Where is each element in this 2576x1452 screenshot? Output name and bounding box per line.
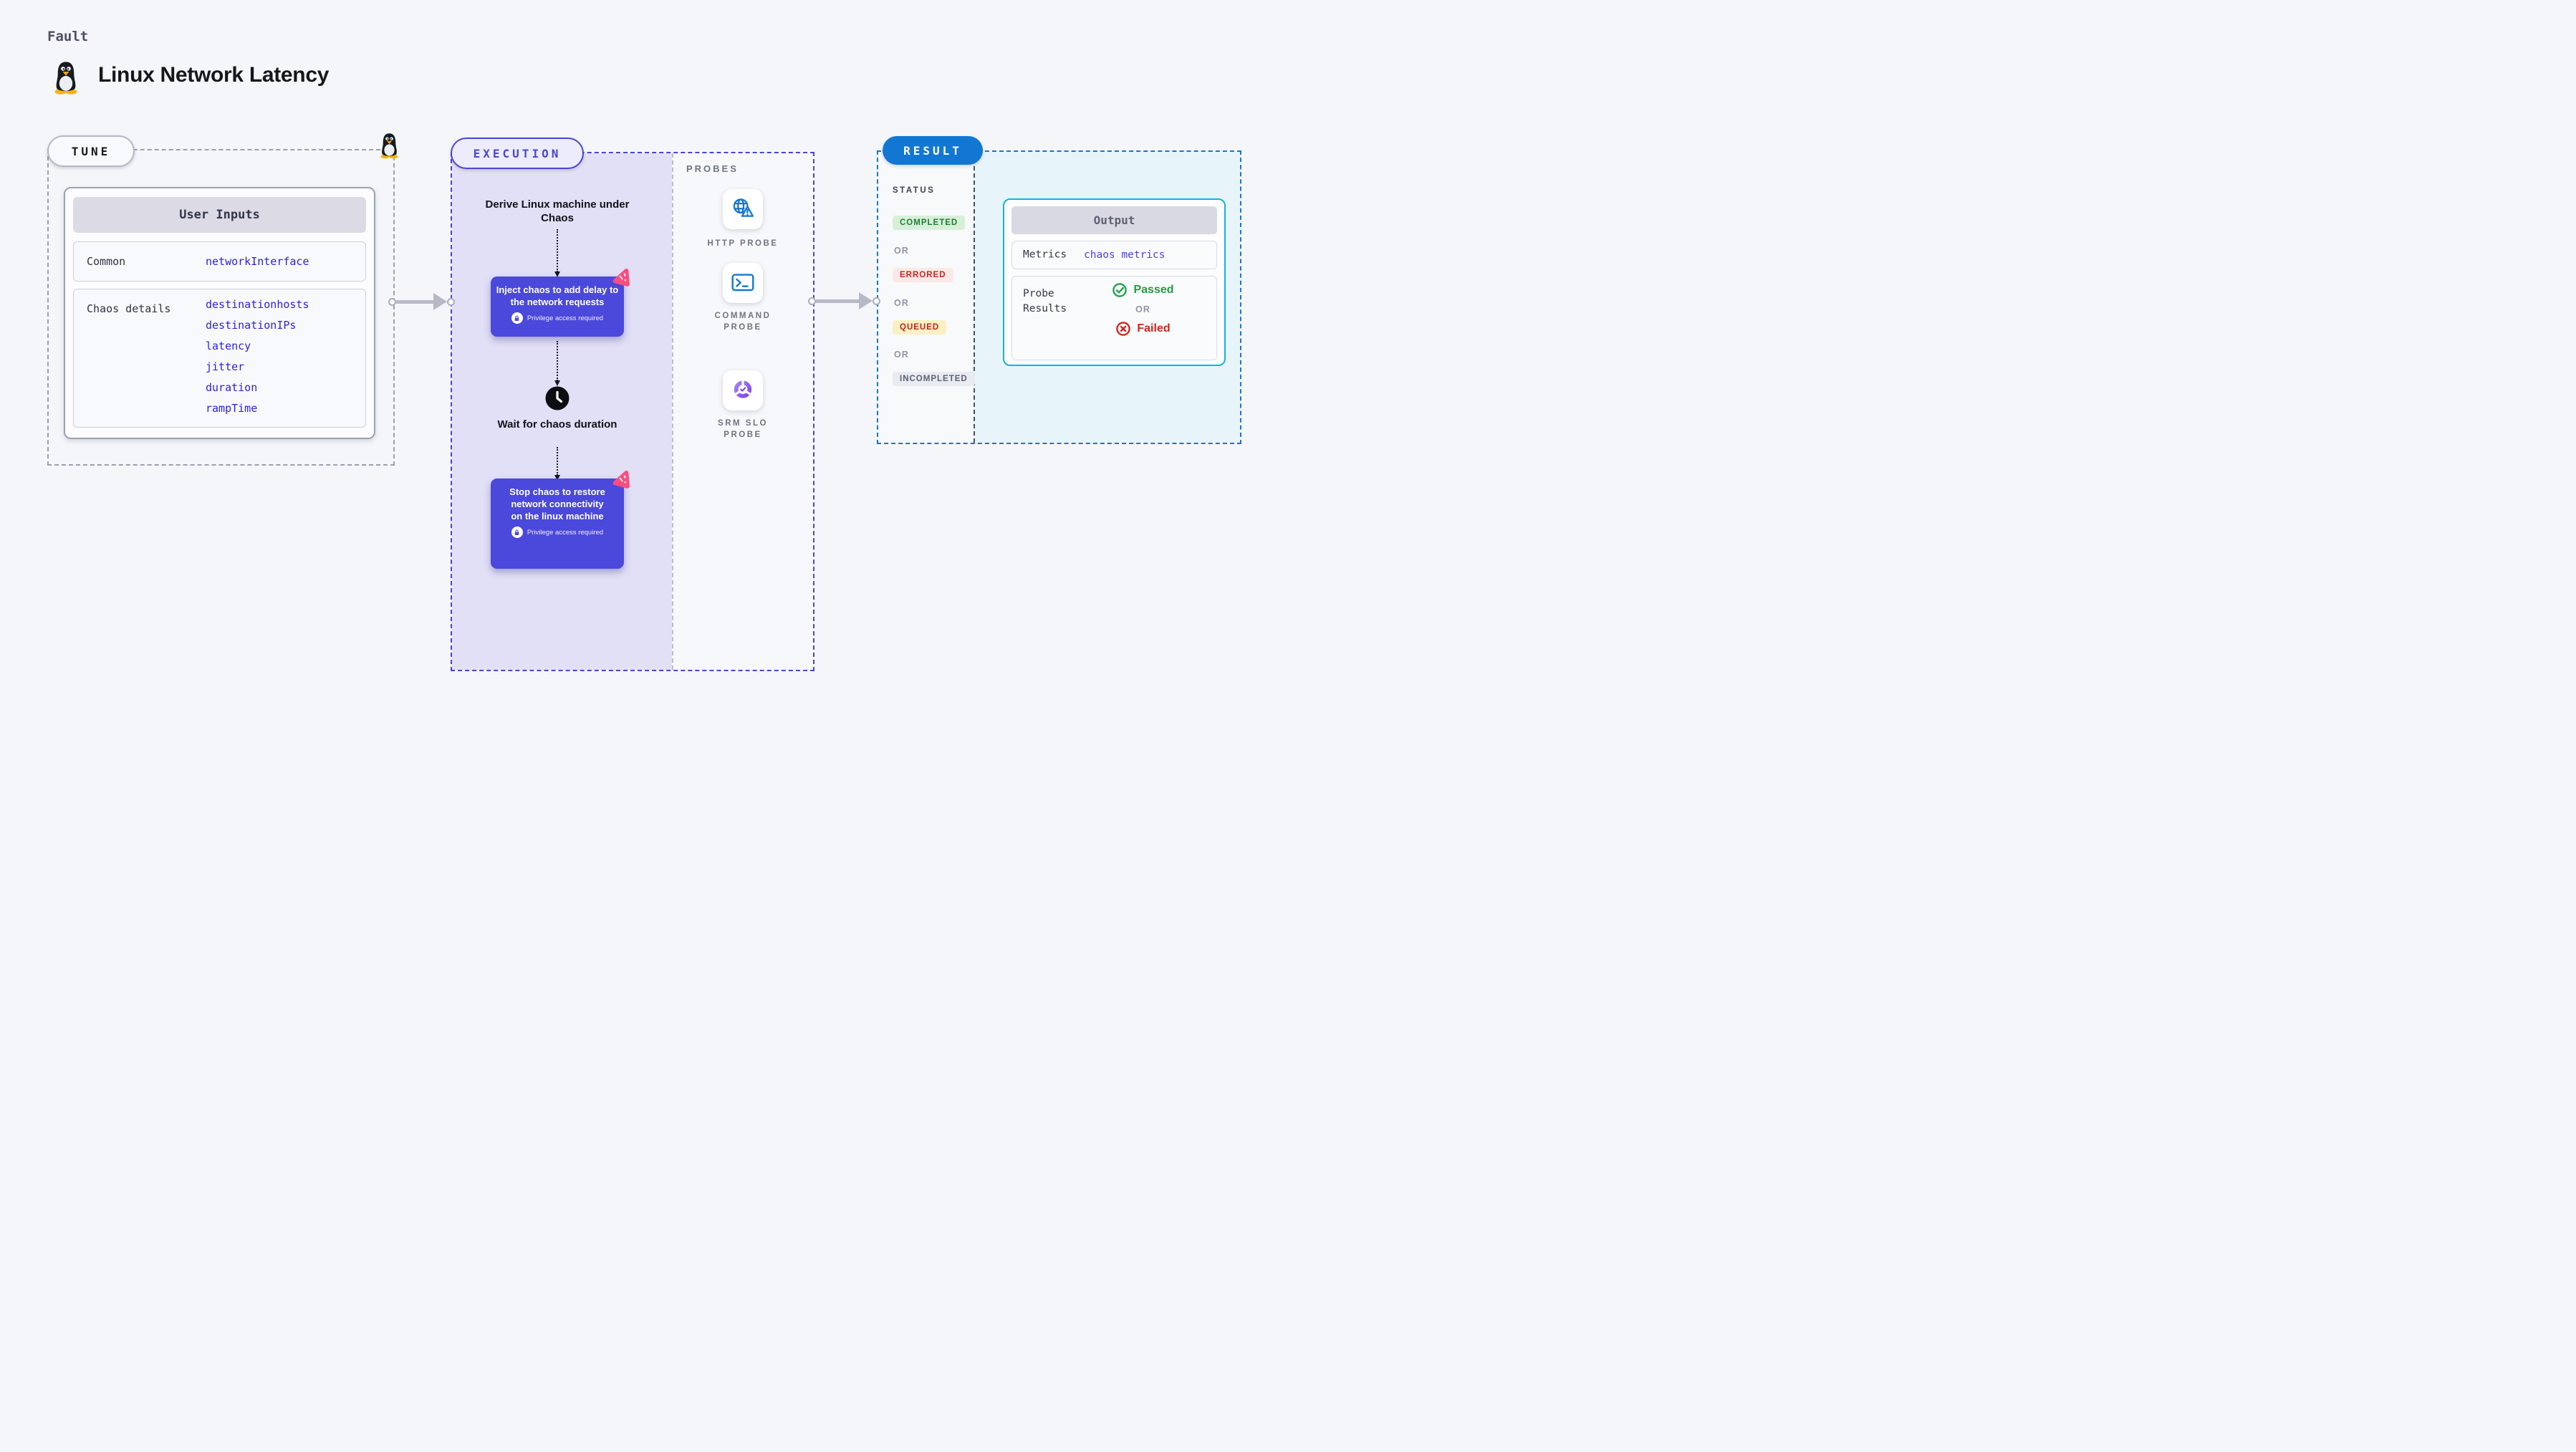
or-separator: OR — [894, 246, 909, 256]
arrow-tune-to-execution — [388, 292, 455, 311]
status-badge-completed: COMPLETED — [893, 216, 966, 230]
connector-node — [808, 297, 816, 305]
srm-slo-probe-card — [723, 370, 763, 410]
fault-diagram: Fault Linux Network Latency TUNE User In… — [0, 0, 1288, 726]
arrow-head — [859, 292, 873, 309]
probes-area — [672, 153, 813, 670]
step-inject-label: Inject chaos to add delay to the network… — [496, 284, 619, 307]
status-badge-queued: QUEUED — [893, 320, 947, 335]
srm-slo-probe-label: SRM SLO PROBE — [718, 419, 768, 439]
input-value: latency — [206, 340, 251, 352]
x-circle-icon — [1116, 322, 1131, 336]
check-circle-icon — [1112, 283, 1128, 297]
flow-connector — [554, 229, 560, 277]
passed-label: Passed — [1133, 284, 1174, 296]
input-value: duration — [206, 381, 258, 394]
privilege-label: Privilege access required — [527, 314, 604, 322]
or-separator: OR — [894, 350, 909, 360]
input-row-label: Chaos details — [87, 302, 171, 315]
http-probe-card — [723, 189, 763, 229]
output-header: Output — [1011, 206, 1217, 234]
arrow-execution-to-result — [808, 292, 880, 310]
tune-section — [47, 149, 395, 466]
page-title: Linux Network Latency — [98, 63, 330, 87]
fault-kicker: Fault — [47, 29, 89, 44]
chaos-pink-icon — [611, 469, 633, 491]
tux-penguin-corner-icon — [380, 133, 398, 159]
failed-label: Failed — [1137, 322, 1171, 335]
connector-node — [873, 297, 880, 305]
execution-section: Derive Linux machine under Chaos Inject … — [451, 152, 814, 671]
execution-flow-area — [452, 153, 672, 670]
flow-connector — [554, 447, 560, 481]
user-inputs-card: User Inputs Common networkInterface Chao… — [64, 187, 375, 439]
status-badge-errored: ERRORED — [893, 268, 953, 282]
step-inject-chaos: Inject chaos to add delay to the network… — [491, 277, 624, 337]
metrics-label: Metrics — [1023, 249, 1067, 261]
output-probe-results-row: Probe Results Passed OR — [1011, 276, 1217, 360]
slo-pie-icon — [734, 380, 752, 398]
step-stop-label: Stop chaos to restore network connectivi… — [509, 486, 605, 521]
arrow-shaft — [816, 299, 859, 303]
verdict-failed: Failed — [1115, 321, 1171, 337]
input-value: destinationhosts — [206, 298, 309, 311]
privilege-label: Privilege access required — [527, 528, 604, 537]
probes-section-label: PROBES — [686, 163, 739, 174]
input-value: jitter — [206, 360, 245, 373]
connector-node — [388, 297, 396, 306]
terminal-icon — [731, 274, 754, 292]
flow-connector — [554, 341, 560, 386]
tux-penguin-icon — [54, 62, 77, 95]
status-badge-incompleted: INCOMPLETED — [893, 372, 975, 386]
execution-badge: EXECUTION — [451, 138, 584, 169]
tune-badge: TUNE — [47, 135, 135, 167]
input-row-label: Common — [87, 255, 126, 268]
status-zone — [878, 152, 974, 443]
step-wait-label: Wait for chaos duration — [497, 418, 617, 431]
input-value: networkInterface — [206, 255, 309, 268]
http-probe-label: HTTP PROBE — [707, 239, 779, 248]
or-separator: OR — [1135, 304, 1150, 314]
privilege-row: Privilege access required — [491, 527, 624, 538]
input-value: destinationIPs — [206, 319, 297, 332]
output-card: Output Metrics chaos metrics Probe Resul… — [1003, 198, 1226, 366]
status-label: STATUS — [893, 186, 936, 195]
probe-results-label: Probe Results — [1023, 288, 1067, 314]
step-stop-chaos: Stop chaos to restore network connectivi… — [491, 479, 624, 569]
lock-icon — [511, 527, 523, 538]
verdict-passed: Passed — [1112, 282, 1174, 298]
or-separator: OR — [894, 298, 909, 308]
result-section: STATUS COMPLETED OR ERRORED OR QUEUED OR… — [877, 150, 1241, 444]
arrow-shaft — [396, 299, 433, 304]
command-probe-card — [723, 263, 763, 303]
input-row-common: Common networkInterface — [73, 241, 366, 282]
user-inputs-header: User Inputs — [73, 197, 366, 233]
probe-verdicts: Passed OR Failed — [1074, 282, 1212, 337]
step-derive-label: Derive Linux machine under Chaos — [485, 198, 630, 224]
result-badge: RESULT — [883, 136, 983, 165]
chaos-pink-icon — [611, 267, 633, 289]
input-row-chaos-details: Chaos details destinationhosts destinati… — [73, 289, 366, 428]
clock-icon — [545, 386, 569, 410]
lock-icon — [511, 312, 523, 324]
globe-alert-icon — [733, 198, 754, 217]
arrow-head — [433, 293, 447, 310]
output-metrics-row: Metrics chaos metrics — [1011, 241, 1217, 269]
input-value: rampTime — [206, 402, 258, 415]
command-probe-label: COMMAND PROBE — [714, 312, 772, 332]
privilege-row: Privilege access required — [491, 312, 624, 324]
connector-node — [447, 297, 455, 306]
metrics-value: chaos metrics — [1084, 249, 1166, 261]
